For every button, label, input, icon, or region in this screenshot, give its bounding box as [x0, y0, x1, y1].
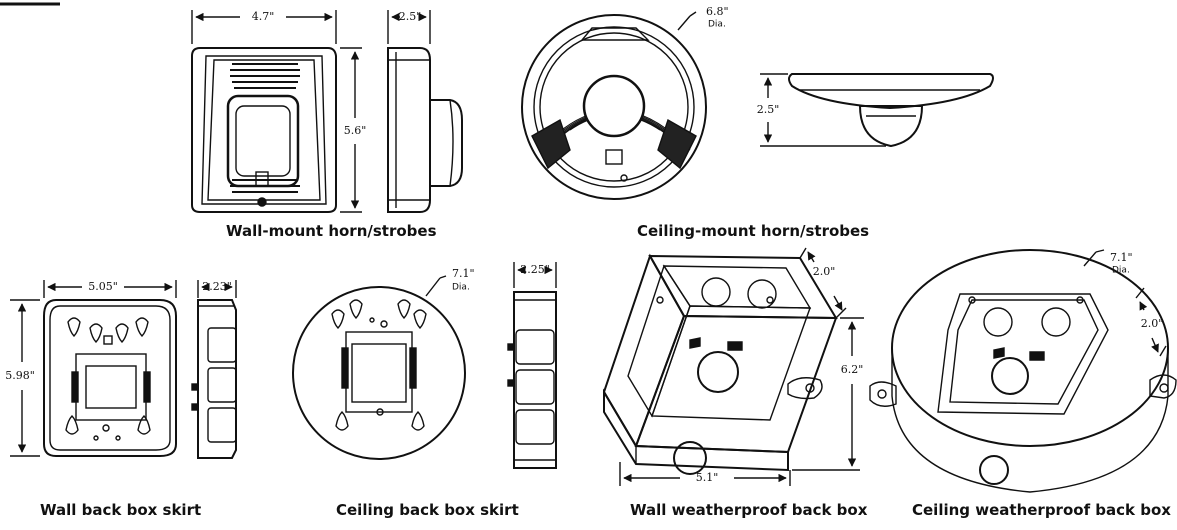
ceiling-weather-dia-suffix: Dia.: [1112, 266, 1130, 276]
caption-ceiling-skirt: Ceiling back box skirt: [336, 501, 519, 519]
wall-weather-height-dimension: [792, 317, 864, 471]
wall-weather-width-dimension: [619, 462, 791, 486]
wall-horn-height-dimension: [340, 47, 362, 213]
ceiling-horn-dia-label: 6.8": [706, 5, 729, 18]
wall-skirt-height-dimension: [10, 299, 40, 457]
ceiling-weather-dia-label: 7.1": [1110, 251, 1133, 264]
wall-horn-depth-dimension: [387, 10, 431, 44]
ceiling-weather-depth-label: 2.0": [1141, 317, 1164, 330]
wall-horn-side-view: [387, 47, 463, 213]
wall-skirt-depth-label: 2.23": [202, 280, 232, 293]
ceiling-skirt-depth-label: 2.25": [520, 263, 550, 276]
ceiling-horn-side-view: [788, 73, 994, 148]
ceiling-weather-dia-leader: [1083, 249, 1105, 267]
wall-skirt-side-view: [191, 299, 237, 459]
ceiling-horn-dia-leader: [677, 11, 697, 31]
wall-weather-height-label: 6.2": [841, 363, 864, 376]
wall-horn-depth-label: 2.5": [399, 10, 422, 23]
ceiling-skirt-dia-label: 7.1": [452, 267, 475, 280]
ceiling-skirt-dia-suffix: Dia.: [452, 283, 470, 293]
ceiling-skirt-dia-leader: [425, 275, 447, 297]
caption-ceiling-horn: Ceiling-mount horn/strobes: [637, 222, 870, 240]
ceiling-skirt-top-view: [292, 286, 466, 460]
wall-horn-width-dimension: [191, 10, 337, 44]
wall-weather-width-label: 5.1": [696, 471, 719, 484]
wall-horn-width-label: 4.7": [252, 10, 275, 23]
caption-wall-weather: Wall weatherproof back box: [630, 501, 868, 519]
ceiling-weather-depth-dimension: [1135, 287, 1167, 357]
ceiling-skirt-side-view: [507, 291, 557, 469]
wall-skirt-width-label: 5.05": [88, 280, 118, 293]
caption-ceiling-weather: Ceiling weatherproof back box: [912, 501, 1171, 519]
ceiling-horn-depth-dimension: [760, 73, 886, 147]
caption-wall-skirt: Wall back box skirt: [40, 501, 202, 519]
wall-weather-depth-dimension: [799, 247, 847, 319]
ceiling-horn-depth-label: 2.5": [757, 103, 780, 116]
ceiling-skirt-depth-dimension: [513, 262, 557, 288]
ceiling-horn-dia-suffix: Dia.: [708, 20, 726, 30]
wall-skirt-height-label: 5.98": [5, 369, 35, 382]
ceiling-horn-top-view: [521, 14, 707, 200]
wall-horn-front-view: [191, 47, 337, 213]
wall-horn-height-label: 5.6": [344, 124, 367, 137]
wall-weather-depth-label: 2.0": [813, 265, 836, 278]
wall-skirt-width-dimension: [43, 280, 177, 298]
wall-skirt-depth-dimension: [197, 280, 237, 298]
caption-wall-horn: Wall-mount horn/strobes: [226, 222, 437, 240]
ceiling-weatherproof-box: [869, 249, 1177, 493]
wall-weatherproof-box: [602, 253, 838, 475]
wall-skirt-front-view: [43, 299, 177, 457]
